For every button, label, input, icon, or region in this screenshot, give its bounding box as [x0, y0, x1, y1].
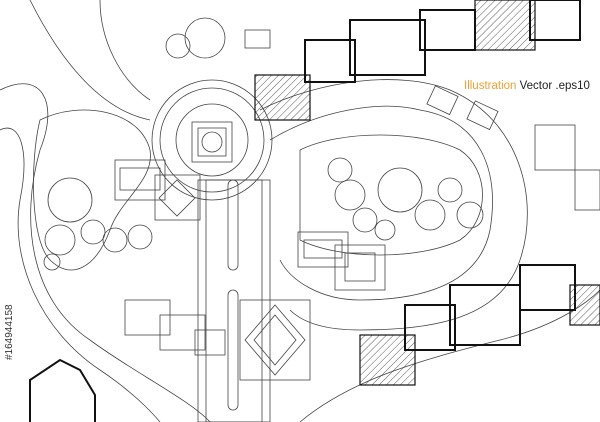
watermark: #164944158 [4, 304, 15, 360]
caption-rest: Vector .eps10 [519, 80, 590, 92]
buildings [29, 0, 600, 422]
caption-highlight: Illustration [464, 80, 517, 92]
pavilions [114, 159, 386, 291]
caption: Illustration Vector .eps10 [464, 80, 590, 92]
plaza [151, 79, 311, 422]
trees [43, 17, 484, 271]
